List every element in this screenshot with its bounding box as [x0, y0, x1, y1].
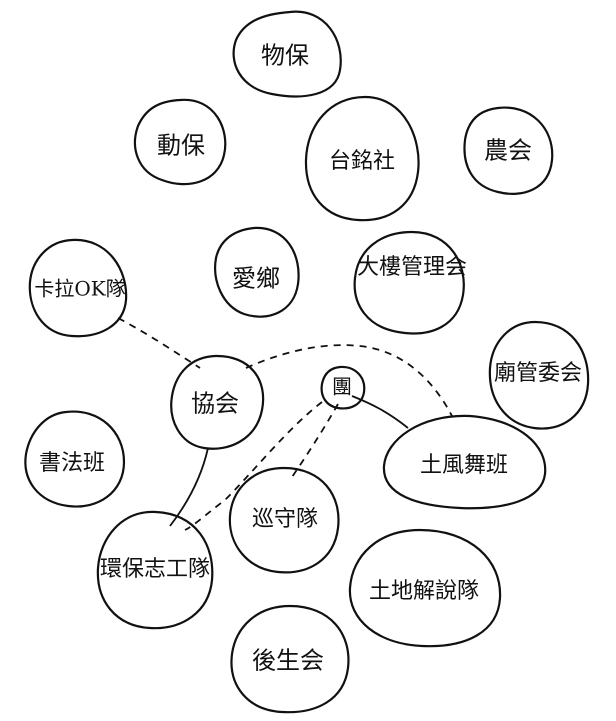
node-patrol: 巡守隊 [228, 466, 340, 574]
node-label-guide-team: 土地解說隊 [369, 579, 479, 604]
node-group: 團 [320, 365, 366, 410]
node-label-temple-committee: 大樓管理会 [357, 255, 467, 280]
node-farmers-assoc: 農会 [463, 106, 554, 195]
node-youth-club: 書法班 [24, 410, 126, 508]
link-association-group-arc [245, 344, 453, 417]
node-temple-committee: 大樓管理会 [353, 230, 467, 335]
node-label-temple-assoc: 廟管委会 [494, 361, 582, 386]
node-label-youth-club: 書法班 [39, 451, 105, 476]
node-label-patrol: 巡守隊 [252, 507, 318, 532]
node-label-land-team: 土風舞班 [420, 453, 508, 478]
node-label-cooperative: 台銘社 [329, 149, 395, 174]
node-association: 協会 [170, 354, 265, 450]
node-temple-assoc: 廟管委会 [488, 320, 590, 430]
link-vendors-association [117, 317, 201, 369]
node-label-vendors: 卡拉OK隊 [34, 277, 125, 301]
link-group-patrol [289, 403, 339, 481]
node-label-association: 協会 [191, 390, 239, 418]
node-student-assoc: 後生会 [230, 604, 350, 714]
node-label-green-team: 環保志工隊 [100, 557, 210, 582]
node-label-animal-care: 動保 [157, 132, 205, 160]
node-label-student-assoc: 後生会 [252, 647, 324, 675]
link-group-land-team [351, 395, 409, 429]
node-label-moving-care: 物保 [261, 42, 309, 70]
node-animal-care: 動保 [133, 98, 227, 186]
node-land-team: 土風舞班 [382, 414, 547, 510]
node-love-village: 愛鄉 [214, 226, 300, 318]
node-label-farmers-assoc: 農会 [484, 137, 532, 165]
node-vendors: 卡拉OK隊 [28, 238, 128, 338]
node-label-group: 團 [332, 375, 352, 399]
link-association-green-team [169, 447, 209, 527]
node-moving-care: 物保 [232, 10, 342, 98]
link-group-green-team [184, 401, 323, 531]
node-green-team: 環保志工隊 [96, 510, 214, 630]
node-cooperative: 台銘社 [304, 95, 420, 222]
node-label-love-village: 愛鄉 [232, 265, 280, 293]
node-guide-team: 土地解說隊 [348, 528, 502, 648]
